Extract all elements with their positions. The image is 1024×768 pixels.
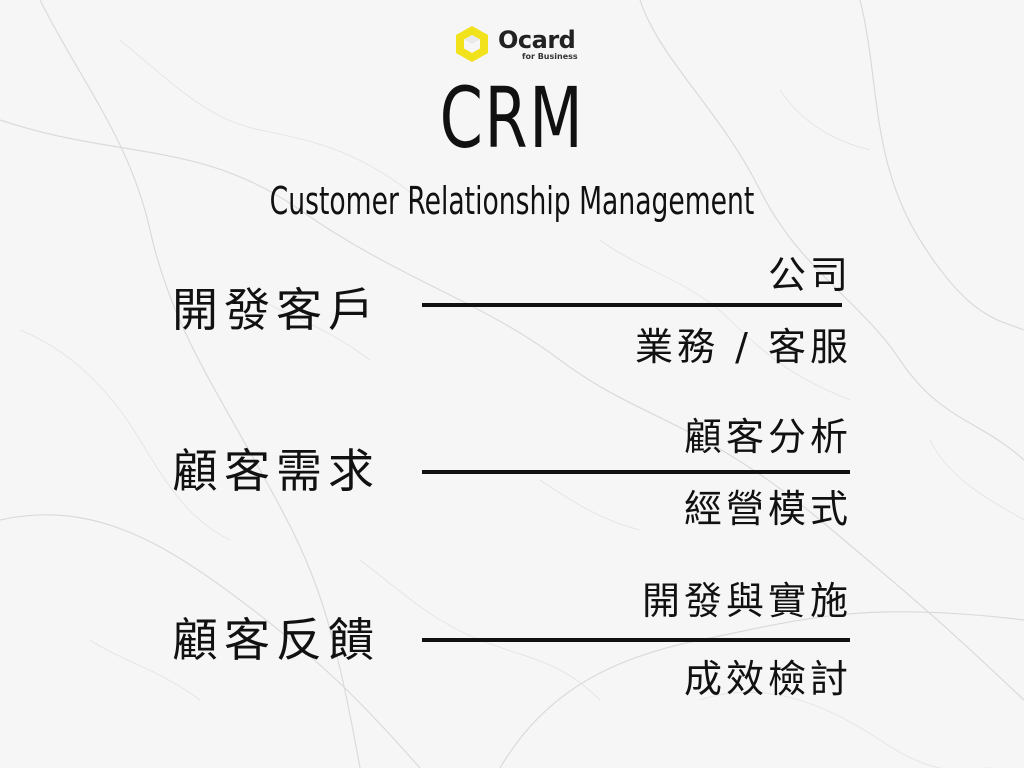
row-top-item: 公司 — [767, 253, 852, 297]
row-top-item: 開發與實施 — [641, 579, 852, 623]
ocard-logo: Ocard for Business — [452, 24, 582, 64]
hexagon-logo-icon — [456, 26, 488, 62]
row-label: 開發客戶 — [172, 283, 380, 337]
row-top-item: 顧客分析 — [683, 415, 852, 459]
row-bottom-item: 業務 / 客服 — [635, 325, 852, 369]
row-divider — [422, 303, 842, 307]
page-subtitle: Customer Relationship Management — [269, 179, 755, 223]
row-bottom-item: 成效檢討 — [683, 657, 852, 701]
logo-tagline: for Business — [522, 52, 578, 61]
logo-name: Ocard — [498, 26, 576, 54]
row-bottom-item: 經營模式 — [683, 487, 852, 531]
page-title: CRM — [439, 69, 585, 167]
row-divider — [422, 470, 850, 474]
row-divider — [422, 638, 850, 642]
row-label: 顧客反饋 — [172, 613, 380, 667]
row-label: 顧客需求 — [172, 444, 380, 498]
